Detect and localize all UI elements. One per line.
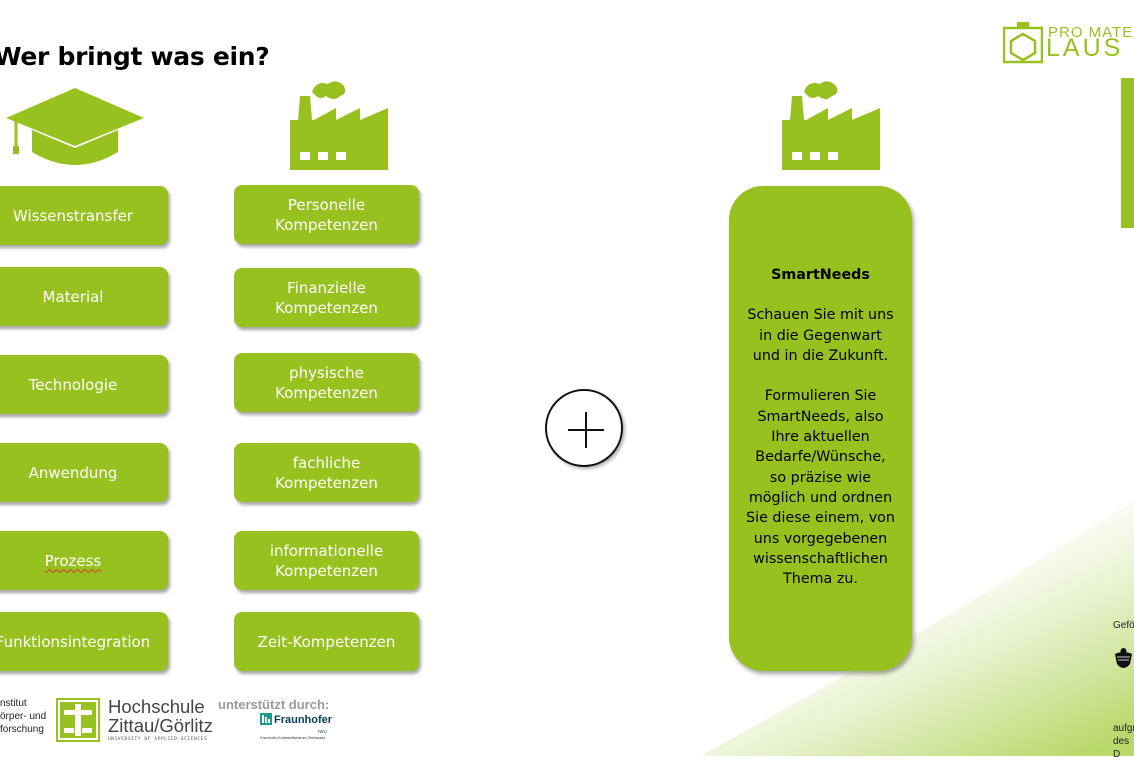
university-name-2: Zittau/Görlitz bbox=[108, 715, 213, 736]
supported-by-label: unterstützt durch: bbox=[218, 697, 330, 712]
fraunhofer-sub: IWU bbox=[318, 729, 327, 734]
logo-line-2: LAUS bbox=[1046, 34, 1124, 62]
button-physische-kompetenzen[interactable]: physische Kompetenzen bbox=[234, 353, 419, 412]
button-wissenstransfer[interactable]: Wissenstransfer bbox=[0, 186, 168, 245]
graduation-cap-icon bbox=[6, 88, 144, 165]
button-zeit-kompetenzen[interactable]: Zeit-Kompetenzen bbox=[234, 612, 419, 671]
prozess-label: Prozess bbox=[44, 551, 102, 570]
university-subtitle: UNIVERSITY OF APPLIED SCIENCES bbox=[108, 737, 208, 742]
pro-material-logo-icon bbox=[1003, 22, 1043, 64]
fraunhofer-name: Fraunhofer bbox=[274, 714, 333, 726]
smartneeds-title: SmartNeeds bbox=[771, 267, 870, 283]
button-personelle-kompetenzen[interactable]: Personelle Kompetenzen bbox=[234, 185, 419, 244]
fraunhofer-logo-icon bbox=[260, 713, 272, 725]
button-informationelle-kompetenzen[interactable]: informationelle Kompetenzen bbox=[234, 531, 419, 590]
button-material[interactable]: Material bbox=[0, 267, 168, 326]
smartneeds-text: Schauen Sie mit uns in die Gegenwart und… bbox=[746, 307, 895, 588]
slide-title: Wer bringt was ein? bbox=[0, 42, 270, 71]
university-name-1: Hochschule bbox=[108, 696, 205, 717]
plus-circle-icon[interactable] bbox=[545, 389, 623, 467]
plus-icon bbox=[568, 412, 604, 448]
button-technologie[interactable]: Technologie bbox=[0, 355, 168, 414]
right-accent-bar bbox=[1121, 78, 1134, 228]
factory-icon bbox=[290, 81, 388, 170]
university-name: Hochschule Zittau/Görlitz bbox=[108, 697, 213, 735]
funding-note: aufgr des D bbox=[1113, 723, 1134, 760]
button-funktionsintegration[interactable]: Funktionsintegration bbox=[0, 612, 168, 671]
button-fachliche-kompetenzen[interactable]: fachliche Kompetenzen bbox=[234, 443, 419, 502]
smartneeds-panel[interactable]: SmartNeeds Schauen Sie mit uns in die Ge… bbox=[729, 186, 912, 671]
fraunhofer-tiny-text: Fraunhofer-Kunststoffzentrum Oberlausitz bbox=[260, 736, 326, 740]
funding-label: Gefö bbox=[1113, 620, 1134, 631]
smartneeds-factory-icon bbox=[782, 81, 880, 170]
institute-text: nstitut örper- und forschung bbox=[0, 698, 47, 735]
button-prozess[interactable]: Prozess bbox=[0, 531, 168, 590]
button-finanzielle-kompetenzen[interactable]: Finanzielle Kompetenzen bbox=[234, 268, 419, 327]
federal-eagle-icon bbox=[1115, 648, 1132, 668]
logo-line-1: PRO MATE bbox=[1048, 24, 1134, 41]
button-anwendung[interactable]: Anwendung bbox=[0, 443, 168, 502]
hochschule-logo-icon bbox=[56, 698, 100, 742]
